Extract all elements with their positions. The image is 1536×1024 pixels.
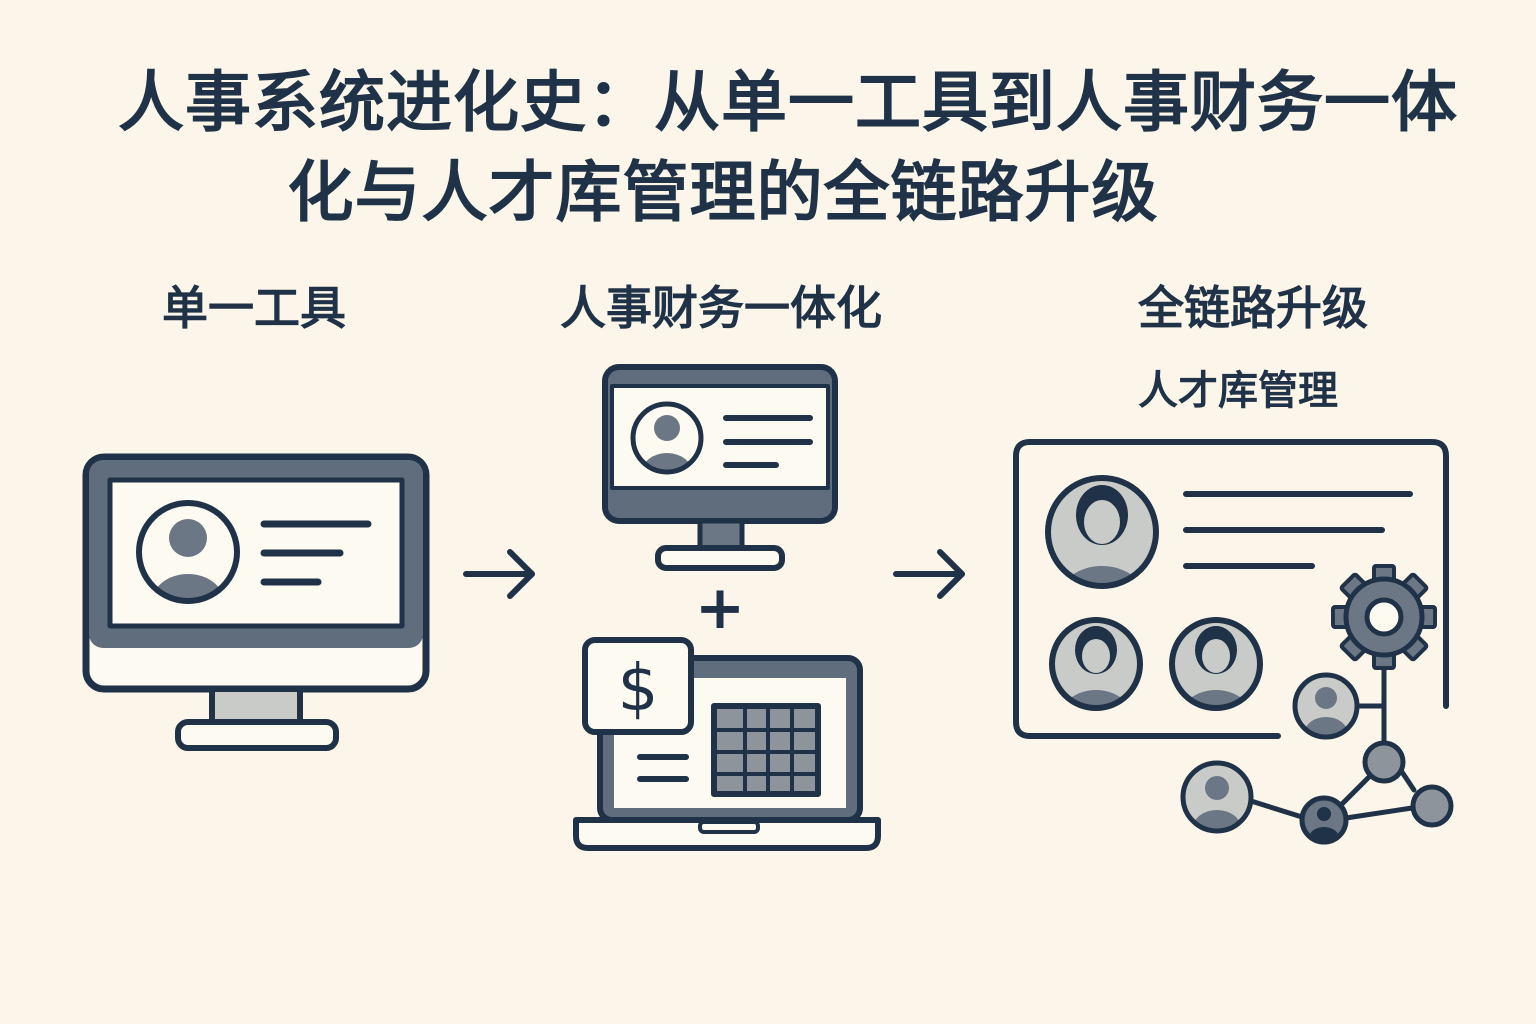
- dollar-sign: $: [618, 652, 659, 726]
- stage-label-single-tool: 单一工具: [162, 281, 346, 335]
- desktop-monitor-icon: [82, 453, 430, 751]
- user-avatar-icon: [136, 500, 240, 604]
- text-lines-icon: [1183, 491, 1413, 569]
- user-avatar-icon: [1292, 672, 1360, 740]
- title-line-1: 人事系统进化史：从单一工具到人事财务一体: [118, 64, 1458, 141]
- dollar-card-icon: $: [582, 637, 694, 735]
- hr-monitor-icon: [602, 364, 838, 571]
- text-lines-icon: [637, 754, 689, 782]
- plus-sign: +: [695, 573, 745, 643]
- network-graph: [1180, 564, 1454, 845]
- network-node: [1362, 740, 1406, 784]
- arrow-right-icon: [893, 549, 965, 599]
- stage-label-hr-finance: 人事财务一体化: [560, 281, 882, 335]
- female-avatar-icon: [1169, 617, 1263, 711]
- network-node: [1410, 784, 1454, 828]
- stage-sublabel-talent-pool: 人才库管理: [1138, 368, 1338, 414]
- title-line-2: 化与人才库管理的全链路升级: [287, 154, 1159, 231]
- user-avatar-icon: [1299, 795, 1349, 845]
- spreadsheet-icon: [711, 703, 821, 797]
- arrow-right-icon: [463, 549, 535, 599]
- stage-label-full-chain: 全链路升级: [1138, 281, 1368, 335]
- user-avatar-icon: [1180, 760, 1254, 834]
- page-title: 人事系统进化史：从单一工具到人事财务一体 化与人才库管理的全链路升级: [0, 58, 1536, 238]
- talent-pool-panel: [1013, 439, 1449, 739]
- text-lines-icon: [260, 520, 372, 586]
- finance-laptop-icon: $: [573, 637, 881, 851]
- user-avatar-icon: [630, 401, 704, 475]
- text-lines-icon: [723, 415, 813, 468]
- female-avatar-icon: [1045, 475, 1159, 589]
- gear-icon: [1331, 564, 1437, 670]
- female-avatar-icon: [1049, 617, 1143, 711]
